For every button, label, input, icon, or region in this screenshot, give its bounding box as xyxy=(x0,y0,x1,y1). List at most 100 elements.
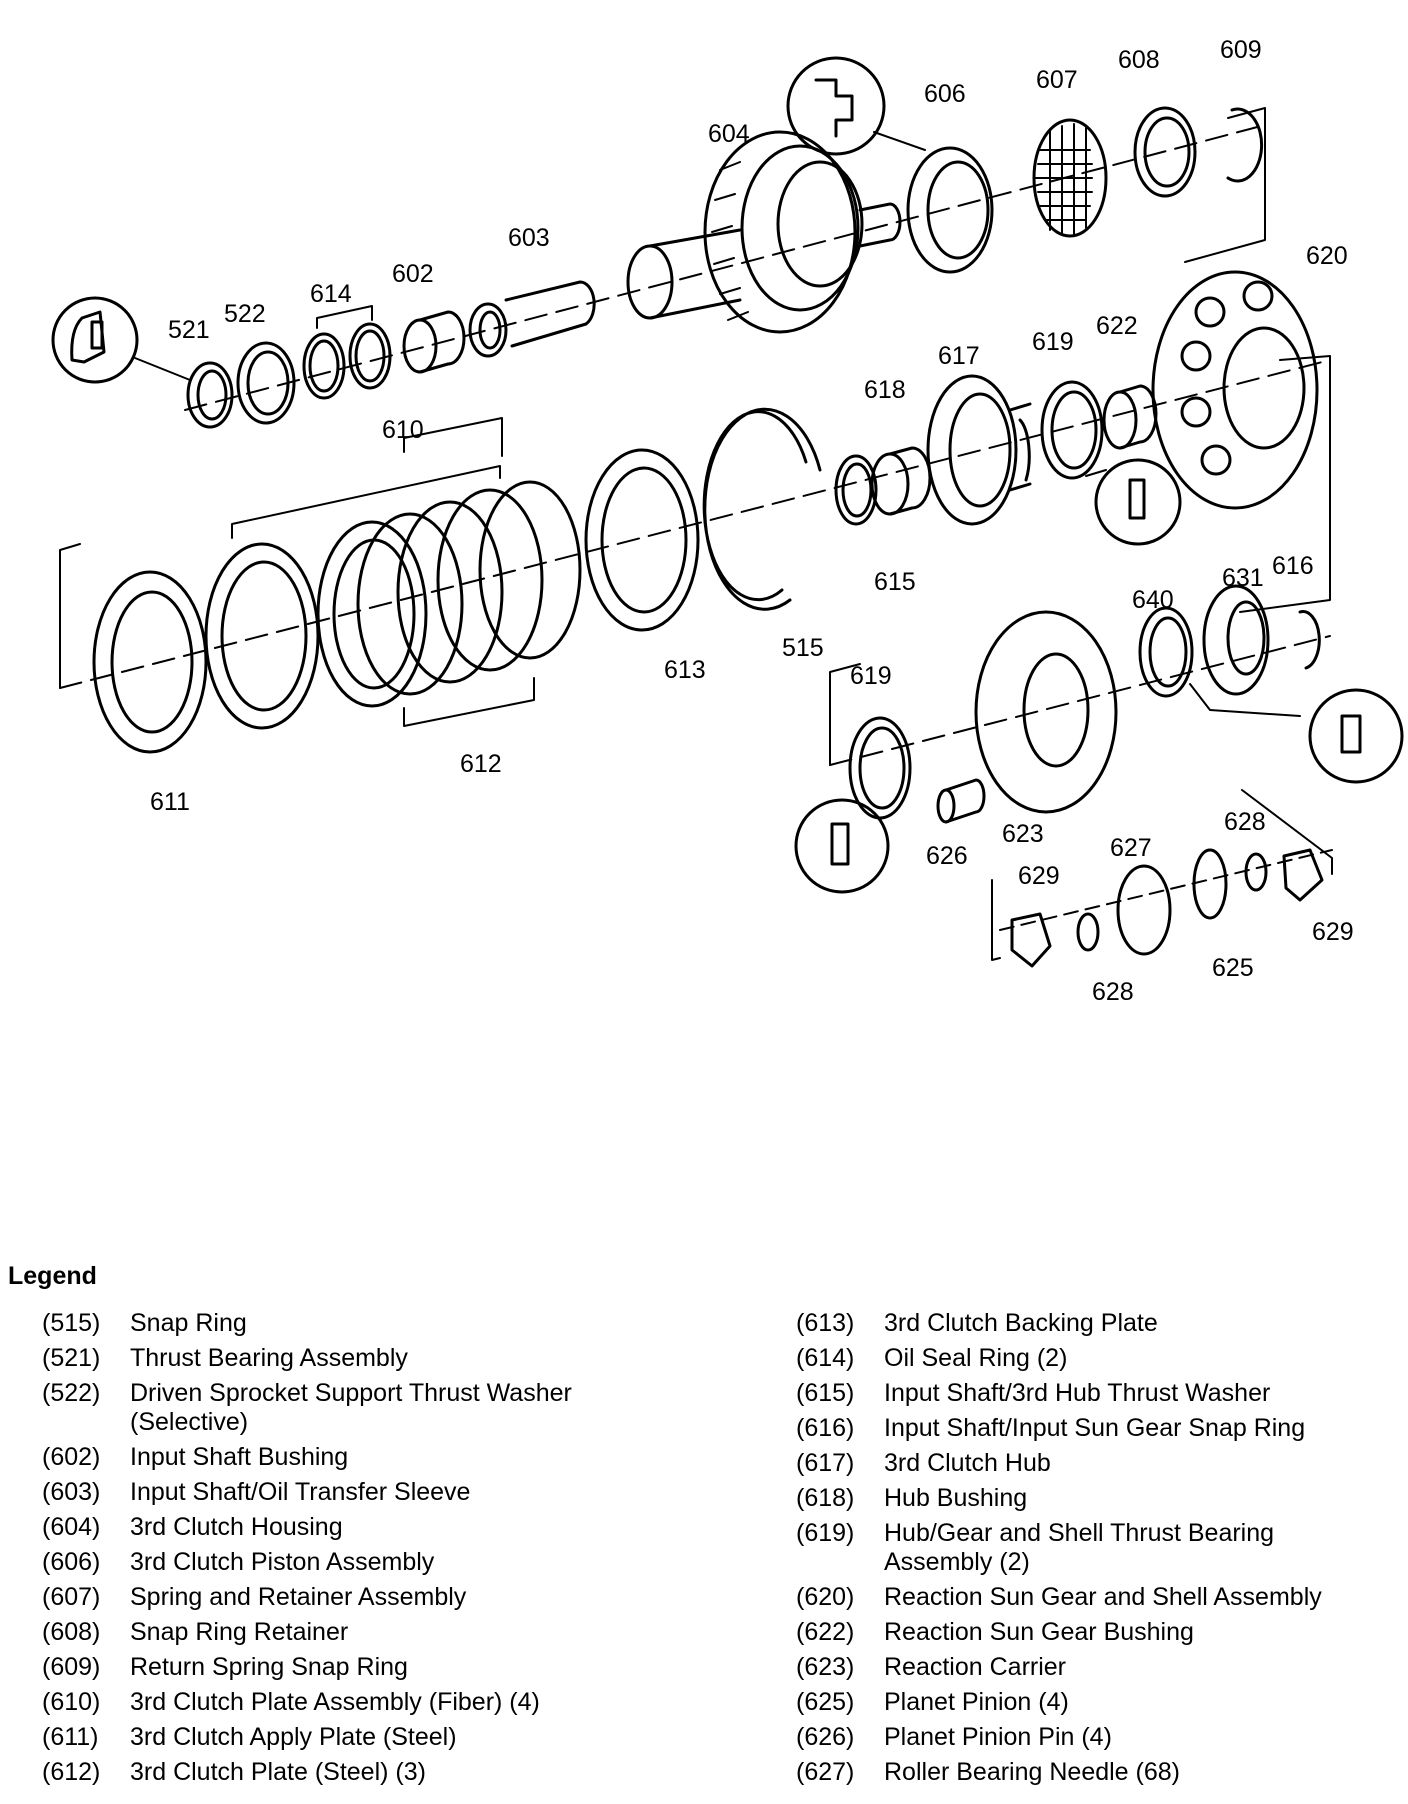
legend-item-number: (627) xyxy=(796,1758,855,1786)
detail-circle-521 xyxy=(51,296,191,384)
legend-item-number: (521) xyxy=(42,1344,101,1372)
legend-item-number: (617) xyxy=(796,1449,855,1477)
callout-618: 618 xyxy=(864,376,906,404)
legend-item-description: Snap Ring Retainer xyxy=(130,1618,349,1646)
legend-item-description: Driven Sprocket Support Thrust Washer (S… xyxy=(130,1379,572,1436)
legend-item: (515)Snap Ring xyxy=(42,1306,682,1341)
part-608-snap-ring-retainer xyxy=(1133,106,1197,198)
legend-item: (607)Spring and Retainer Assembly xyxy=(42,1580,682,1615)
callout-619-bottom: 619 xyxy=(850,662,892,690)
legend-item: (622)Reaction Sun Gear Bushing xyxy=(796,1615,1406,1650)
part-619-bottom-bearing xyxy=(794,716,912,894)
legend-item-description: Oil Seal Ring (2) xyxy=(884,1344,1068,1372)
legend-item-description: 3rd Clutch Hub xyxy=(884,1449,1051,1477)
callout-607: 607 xyxy=(1036,66,1078,94)
legend-item-number: (604) xyxy=(42,1513,101,1541)
legend-item-description: Spring and Retainer Assembly xyxy=(130,1583,467,1611)
row3-axis xyxy=(829,635,1331,766)
part-602-bushing xyxy=(402,310,466,374)
legend-item-number: (619) xyxy=(796,1519,855,1547)
legend-item: (610)3rd Clutch Plate Assembly (Fiber) (… xyxy=(42,1685,682,1720)
legend-item-number: (623) xyxy=(796,1653,855,1681)
legend-item-description: Hub/Gear and Shell Thrust Bearing Assemb… xyxy=(884,1519,1275,1576)
callout-604: 604 xyxy=(708,120,750,148)
part-515-snap-ring xyxy=(702,407,822,611)
callout-612: 612 xyxy=(460,750,502,778)
legend-item: (603)Input Shaft/Oil Transfer Sleeve xyxy=(42,1475,682,1510)
callout-521: 521 xyxy=(168,316,210,344)
legend-item: (608)Snap Ring Retainer xyxy=(42,1615,682,1650)
callout-611: 611 xyxy=(150,788,190,816)
pinion-subassembly xyxy=(991,789,1333,968)
callout-640: 640 xyxy=(1132,586,1174,614)
part-620-sun-gear-shell xyxy=(1151,270,1319,510)
callout-610: 610 xyxy=(382,416,424,444)
part-617-clutch-hub xyxy=(926,374,1032,526)
callout-623: 623 xyxy=(1002,820,1044,848)
legend-item: (625) Planet Pinion (4) xyxy=(796,1685,1406,1720)
legend-item-description: Planet Pinion Pin (4) xyxy=(884,1723,1112,1751)
callout-522: 522 xyxy=(224,300,266,328)
part-619-622 xyxy=(1040,380,1182,546)
legend-item: (617) 3rd Clutch Hub xyxy=(796,1446,1406,1481)
legend-item-description: Hub Bushing xyxy=(884,1484,1028,1512)
legend-item: (604)3rd Clutch Housing xyxy=(42,1510,682,1545)
part-603-sleeve xyxy=(468,280,596,358)
legend-item-number: (606) xyxy=(42,1548,101,1576)
legend-item-description: Input Shaft/3rd Hub Thrust Washer xyxy=(884,1379,1271,1407)
callout-613: 613 xyxy=(664,656,706,684)
legend-item-number: (522) xyxy=(42,1379,101,1407)
legend-item-description: 3rd Clutch Plate Assembly (Fiber) (4) xyxy=(130,1688,540,1716)
callout-609: 609 xyxy=(1220,36,1262,64)
part-606-piston xyxy=(786,56,994,274)
part-626-pin xyxy=(936,778,986,824)
callout-614: 614 xyxy=(310,280,352,308)
legend-item-description: 3rd Clutch Apply Plate (Steel) xyxy=(130,1723,457,1751)
legend-item-number: (602) xyxy=(42,1443,101,1471)
callout-602: 602 xyxy=(392,260,434,288)
legend-item-number: (609) xyxy=(42,1653,101,1681)
legend-left-column: (515)Snap Ring (521) Thrust Bearing Assemb… xyxy=(42,1306,682,1790)
callout-628-bottom: 628 xyxy=(1092,978,1134,1006)
part-522-thrust-washer xyxy=(236,341,296,425)
legend-item: (620) Reaction Sun Gear and Shell Assembl… xyxy=(796,1580,1406,1615)
callout-619-top: 619 xyxy=(1032,328,1074,356)
part-521-thrust-bearing xyxy=(186,361,234,429)
callout-617: 617 xyxy=(938,342,980,370)
legend-item: (609) Return Spring Snap Ring xyxy=(42,1650,682,1685)
legend-item: (619) Hub/Gear and Shell Thrust Bearing A… xyxy=(796,1516,1406,1580)
legend-item: (602) Input Shaft Bushing xyxy=(42,1440,682,1475)
exploded-view-diagram xyxy=(51,56,1404,968)
legend-item-number: (625) xyxy=(796,1688,855,1716)
legend-item-number: (616) xyxy=(796,1414,855,1442)
part-611-apply-plate xyxy=(92,570,208,754)
legend-item: (615) Input Shaft/3rd Hub Thrust Washer xyxy=(796,1376,1406,1411)
legend-item: (611)3rd Clutch Apply Plate (Steel) xyxy=(42,1720,682,1755)
part-615-618 xyxy=(834,446,932,526)
legend-item-description: Reaction Sun Gear and Shell Assembly xyxy=(884,1583,1322,1611)
legend-item-description: Input Shaft/Oil Transfer Sleeve xyxy=(130,1478,471,1506)
legend-item-description: Input Shaft/Input Sun Gear Snap Ring xyxy=(884,1414,1306,1442)
callout-603: 603 xyxy=(508,224,550,252)
legend-item: (626)Planet Pinion Pin (4) xyxy=(796,1720,1406,1755)
legend-item: (612) 3rd Clutch Plate (Steel) (3) xyxy=(42,1755,682,1790)
legend-item-description: Input Shaft Bushing xyxy=(130,1443,349,1471)
legend-item-number: (620) xyxy=(796,1583,855,1611)
part-607-spring-retainer xyxy=(1032,118,1108,238)
legend-item-description: Thrust Bearing Assembly xyxy=(130,1344,408,1372)
part-613-backing-plate xyxy=(584,448,700,632)
legend-item: (623)Reaction Carrier xyxy=(796,1650,1406,1685)
legend-item-number: (622) xyxy=(796,1618,855,1646)
legend-item-number: (615) xyxy=(796,1379,855,1407)
callout-627: 627 xyxy=(1110,834,1152,862)
part-614-oil-seal-rings xyxy=(302,305,392,400)
legend-item-description: Roller Bearing Needle (68) xyxy=(884,1758,1180,1786)
legend-item-description: 3rd Clutch Plate (Steel) (3) xyxy=(130,1758,426,1786)
callout-622: 622 xyxy=(1096,312,1138,340)
legend-item: (613)3rd Clutch Backing Plate xyxy=(796,1306,1406,1341)
legend-item: (618)Hub Bushing xyxy=(796,1481,1406,1516)
legend-item-number: (612) xyxy=(42,1758,101,1786)
legend-item-description: Return Spring Snap Ring xyxy=(130,1653,408,1681)
callout-608: 608 xyxy=(1118,46,1160,74)
legend-item-description: Planet Pinion (4) xyxy=(884,1688,1069,1716)
